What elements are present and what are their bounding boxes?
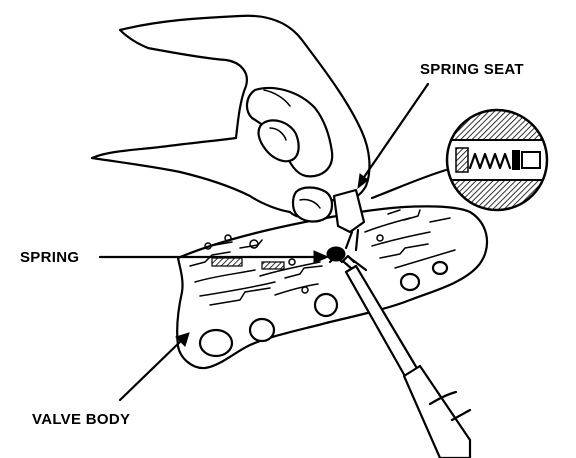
arrowhead <box>357 173 369 190</box>
spring-seat-leader <box>360 82 430 182</box>
spring-seat-detail-icon <box>445 108 549 212</box>
detail-leader <box>370 168 448 200</box>
valve-body-leader <box>118 338 184 402</box>
port-hole <box>399 272 421 292</box>
port-hole <box>431 260 449 276</box>
spring-seat-part <box>326 246 346 262</box>
arrowhead <box>175 332 190 347</box>
leader-lines <box>98 82 448 402</box>
hand-holding-tool-icon <box>90 14 371 252</box>
valve-body-label: VALVE BODY <box>32 411 130 428</box>
port-hole <box>198 328 234 358</box>
spring-label: SPRING <box>20 249 79 266</box>
screwdriver-icon <box>344 264 472 458</box>
valve-body-plate <box>176 205 489 370</box>
spring-seat-label: SPRING SEAT <box>420 61 524 78</box>
port-hole <box>313 292 339 318</box>
arrowhead <box>313 250 330 264</box>
port-hole <box>248 317 276 343</box>
